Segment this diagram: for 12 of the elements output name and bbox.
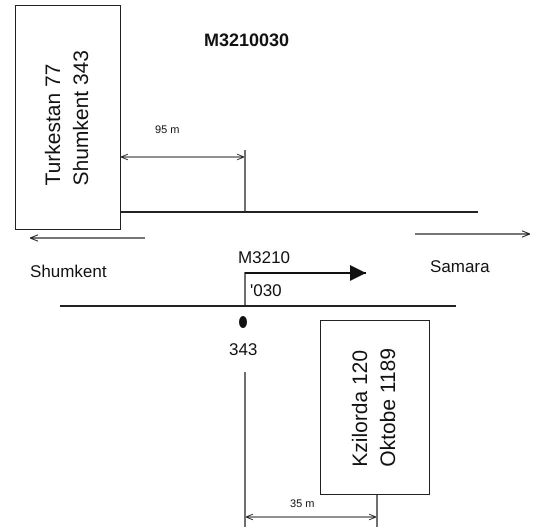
direction-label: Shumkent	[30, 262, 107, 282]
road-label: '030	[250, 281, 282, 301]
destination-sign	[15, 5, 121, 230]
dimension-label: 35 m	[290, 498, 314, 510]
distance-label: 343	[229, 340, 258, 360]
destination-sign	[320, 320, 430, 495]
dimension-label: 95 m	[155, 124, 180, 136]
road-label: M3210	[238, 248, 290, 268]
title: M3210030	[204, 30, 290, 51]
direction-label: Samara	[430, 257, 490, 277]
sign-text: Turkestan 77 Shumkent 343	[41, 50, 94, 186]
sign-text: Kzilorda 120 Oktobe 1189	[348, 348, 401, 467]
